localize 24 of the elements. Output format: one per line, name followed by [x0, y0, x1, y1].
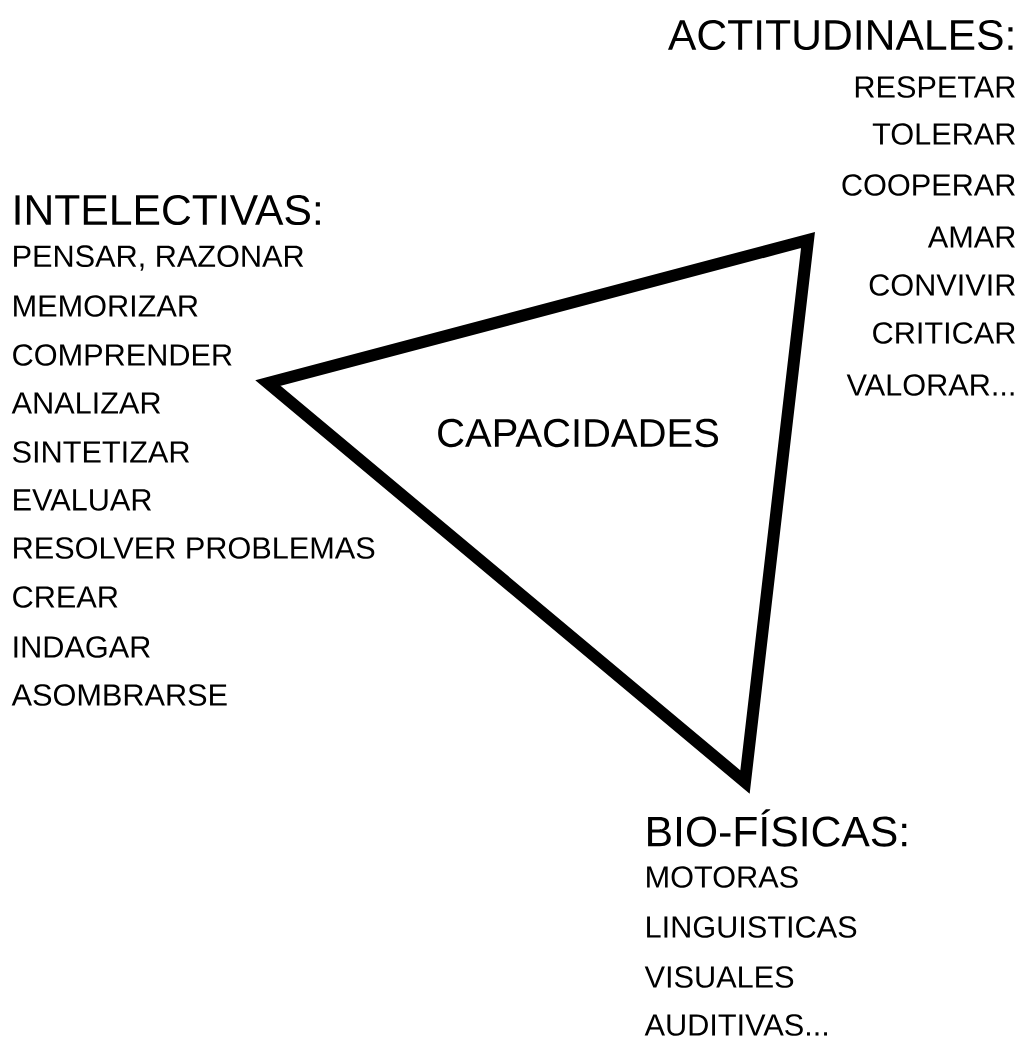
list-item: VALORAR...	[846, 374, 1014, 396]
list-item: AMAR	[927, 226, 1015, 248]
list-item: RESOLVER PROBLEMAS	[14, 537, 375, 559]
list-item: VISUALES	[644, 966, 794, 988]
list-item: RESPETAR	[855, 76, 1015, 98]
list-item: PENSAR, RAZONAR	[14, 245, 304, 271]
list-item: CONVIVIR	[869, 274, 1015, 296]
list-item: ASOMBRARSE	[11, 684, 227, 706]
group-heading: BIO-FÍSICAS:	[648, 809, 907, 847]
list-item: ANALIZAR	[11, 392, 161, 414]
list-item: CREAR	[13, 586, 118, 608]
list-item: MEMORIZAR	[14, 295, 198, 317]
group-heading: ACTITUDINALES:	[668, 19, 1013, 51]
list-item: COMPRENDER	[13, 344, 232, 366]
list-item: INDAGAR	[14, 636, 150, 658]
list-item: CRITICAR	[873, 322, 1015, 344]
list-item: MOTORAS	[647, 866, 798, 888]
list-item: LINGUISTICAS	[647, 916, 857, 938]
group-heading: INTELECTIVAS:	[15, 194, 320, 226]
list-item: AUDITIVAS...	[644, 1014, 827, 1036]
list-item: TOLERAR	[872, 123, 1015, 145]
list-item: SINTETIZAR	[13, 441, 190, 463]
list-item: COOPERAR	[842, 174, 1015, 196]
list-item: EVALUAR	[14, 489, 152, 511]
